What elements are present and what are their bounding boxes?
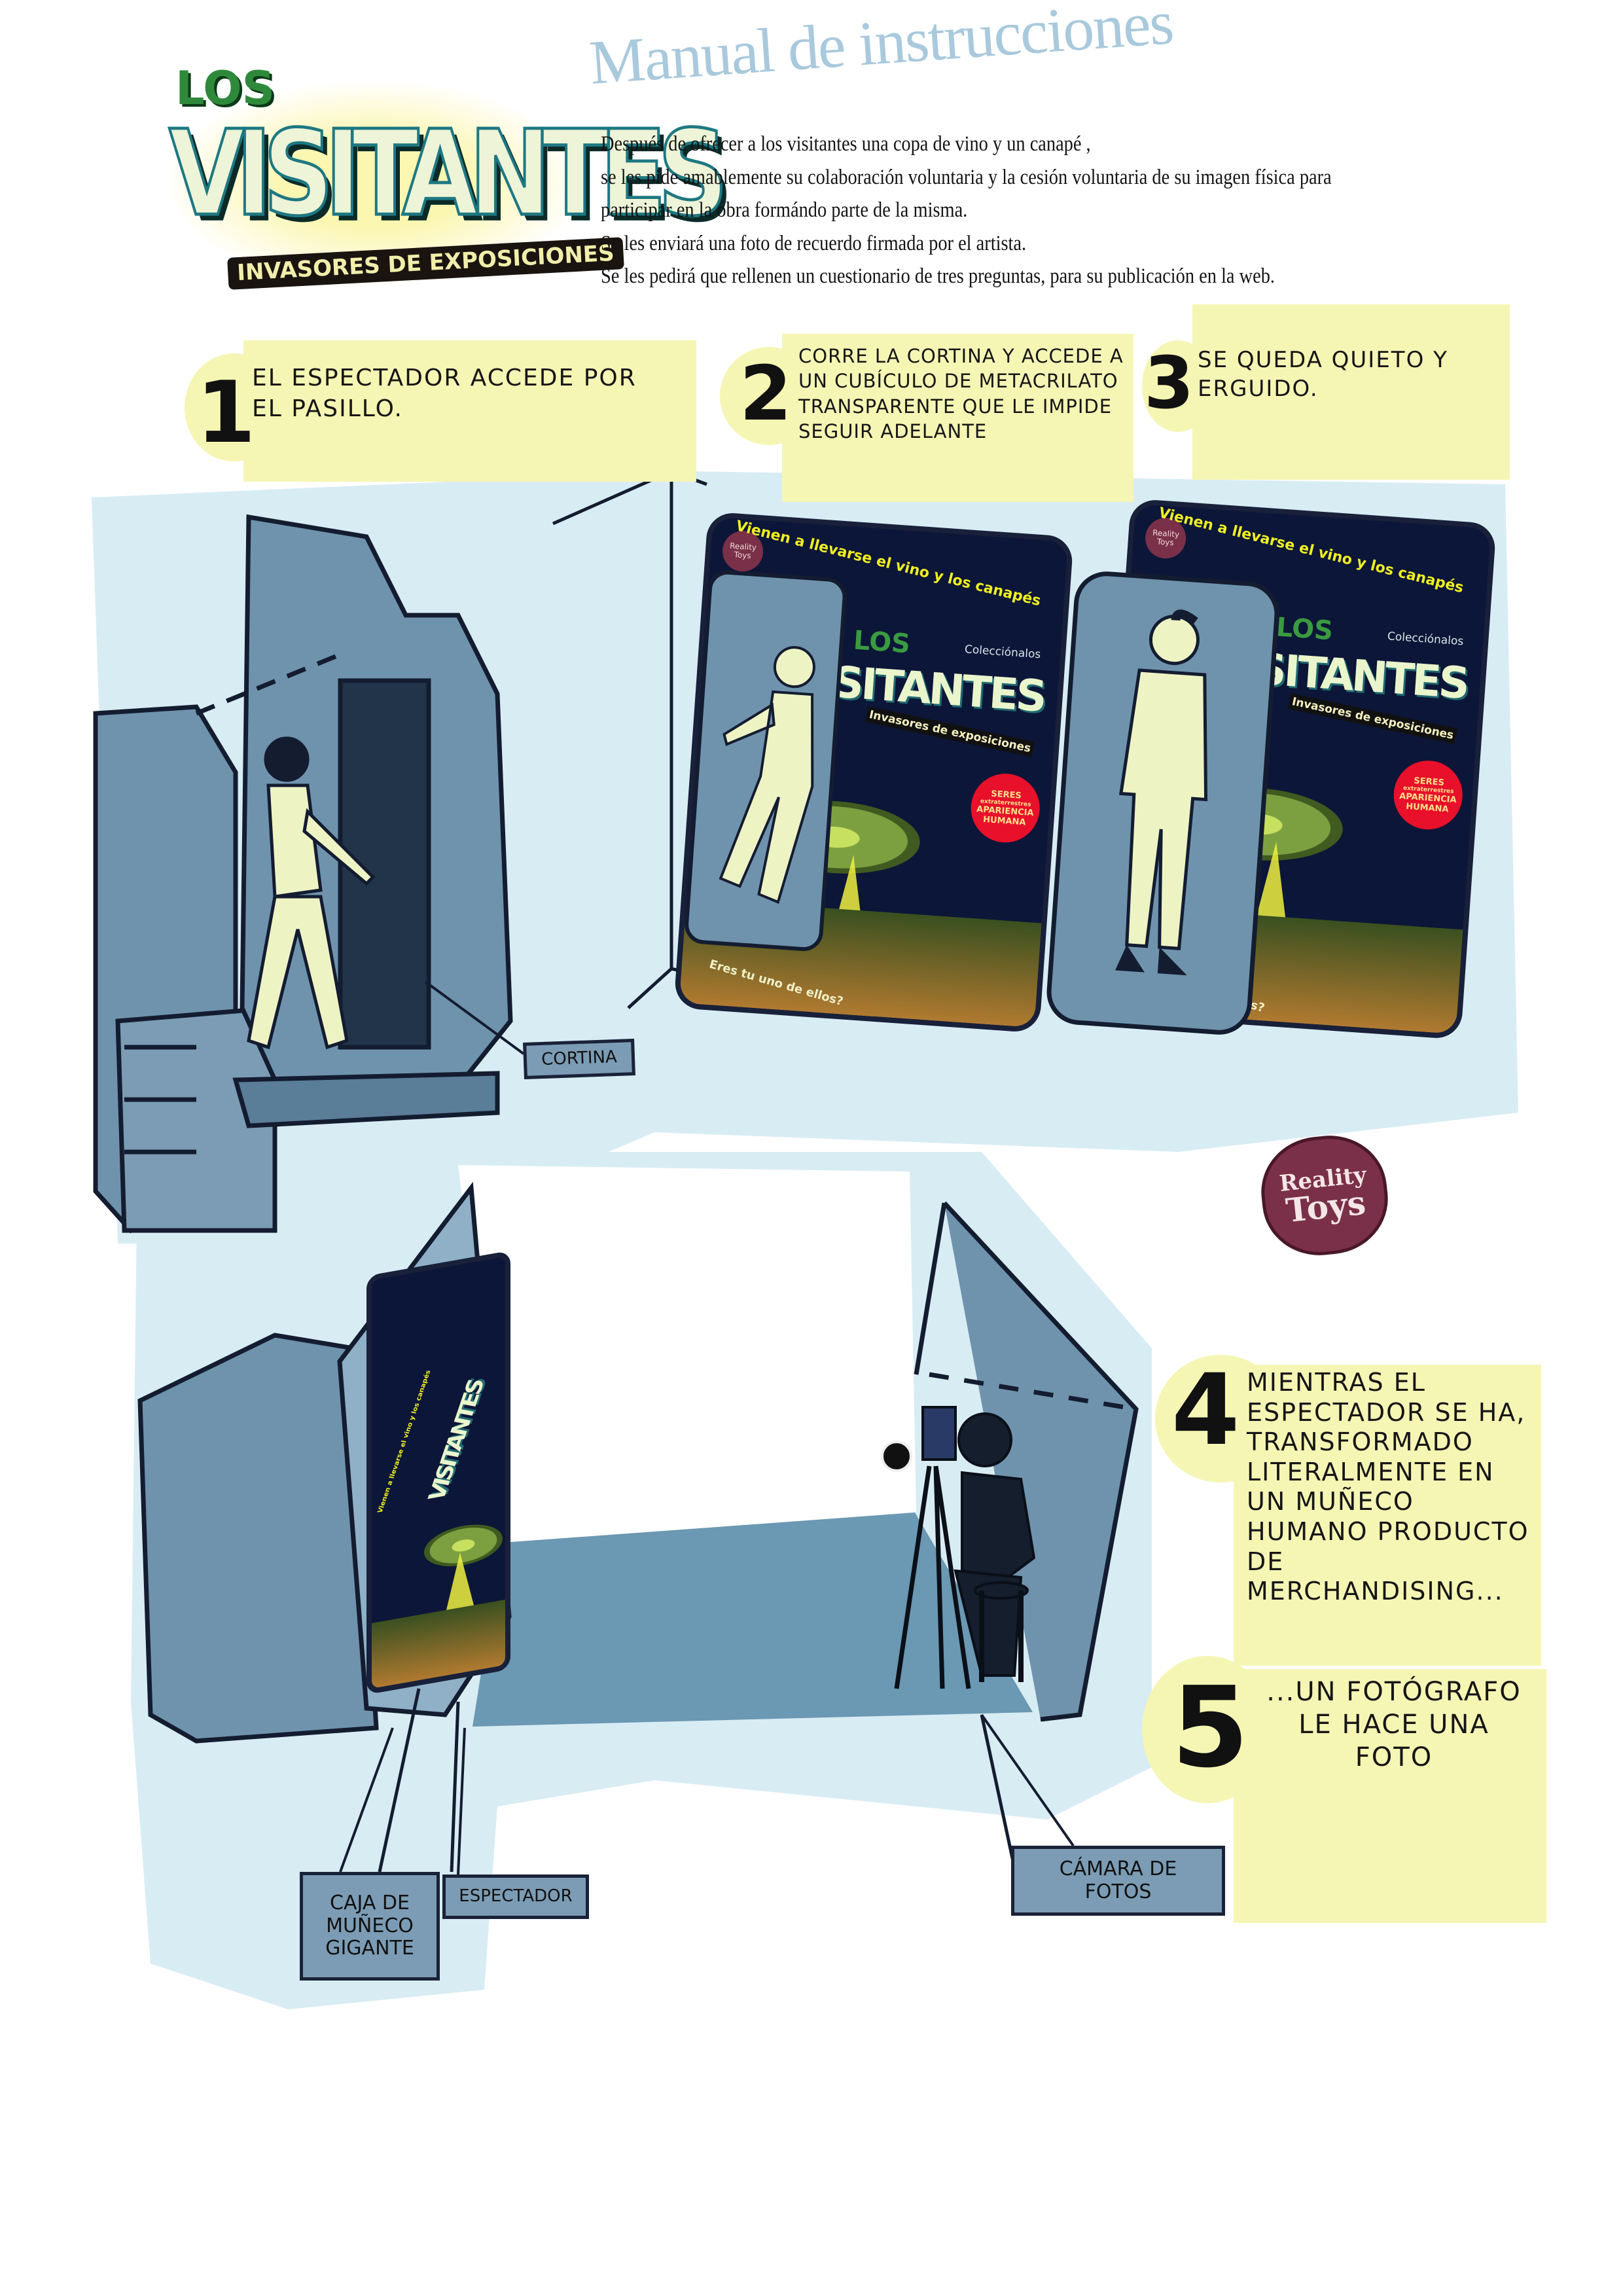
logo-visitantes: VISITANTES	[168, 105, 730, 243]
step-3-note	[1192, 304, 1510, 480]
spectator-walking-figure	[247, 736, 376, 1050]
intro-line: Se les enviará una foto de recuerdo firm…	[601, 231, 1027, 255]
package-los: LOS	[852, 625, 912, 660]
spectator-opening-curtain-figure	[719, 646, 815, 904]
step-5-note	[1234, 1669, 1546, 1923]
intro-line: participar en la obra formándo parte de …	[601, 198, 968, 222]
logo-los: LOS	[175, 62, 276, 115]
step-2-number: 2	[740, 350, 793, 438]
package-los: LOS	[1275, 612, 1334, 647]
intro-line: Se les pedirá que rellenen un cuestionar…	[601, 264, 1275, 288]
step-1-number: 1	[196, 363, 256, 462]
blister-standing	[1044, 569, 1281, 1037]
intro-line: Después de ofrecer a los visitantes una …	[601, 132, 1091, 156]
label-espectador: Espectador	[442, 1874, 589, 1919]
step-3-number: 3	[1144, 341, 1194, 425]
toy-package-giant-box: Vienen a llevarse el vino y los canapés …	[366, 1250, 510, 1695]
los-visitantes-logo: LOS VISITANTES INVASORES DE EXPOSICIONES	[162, 62, 730, 295]
package-collect: Colecciónalos	[964, 643, 1041, 662]
intro-line: se les pide amablemente su colaboración …	[601, 165, 1332, 189]
corridor-drawing	[93, 514, 513, 1234]
spectator-standing-figure	[1115, 609, 1208, 976]
label-cortina: Cortina	[523, 1039, 635, 1079]
package-collect: Colecciónalos	[1387, 630, 1464, 649]
step-5-text: ...un fotógrafo le hace una foto	[1266, 1677, 1522, 1772]
step-1-note	[243, 340, 696, 482]
step-4-number: 4	[1171, 1354, 1240, 1467]
step-2-text: Corre la cortina y accede a un cubículo …	[798, 345, 1124, 442]
step-2-note	[782, 334, 1133, 502]
step-4-text: Mientras el espectador se ha, transforma…	[1247, 1368, 1529, 1606]
step-5-number: 5	[1171, 1663, 1249, 1793]
package-title: VISITANTES	[423, 1378, 490, 1503]
photographer-silhouette	[881, 1406, 1036, 1689]
step-4-note	[1234, 1365, 1541, 1666]
label-pointers	[339, 980, 1075, 1875]
step-3-text: Se queda quieto y erguido.	[1198, 347, 1448, 403]
label-camara-de-fotos: Cámara de fotos	[1011, 1846, 1225, 1916]
label-caja-muneco-gigante: Caja de muñeco gigante	[300, 1872, 440, 1981]
intro-text: Después de ofrecer a los visitantes una …	[601, 128, 1332, 293]
step-1-text: El espectador accede por el pasillo.	[252, 365, 637, 422]
